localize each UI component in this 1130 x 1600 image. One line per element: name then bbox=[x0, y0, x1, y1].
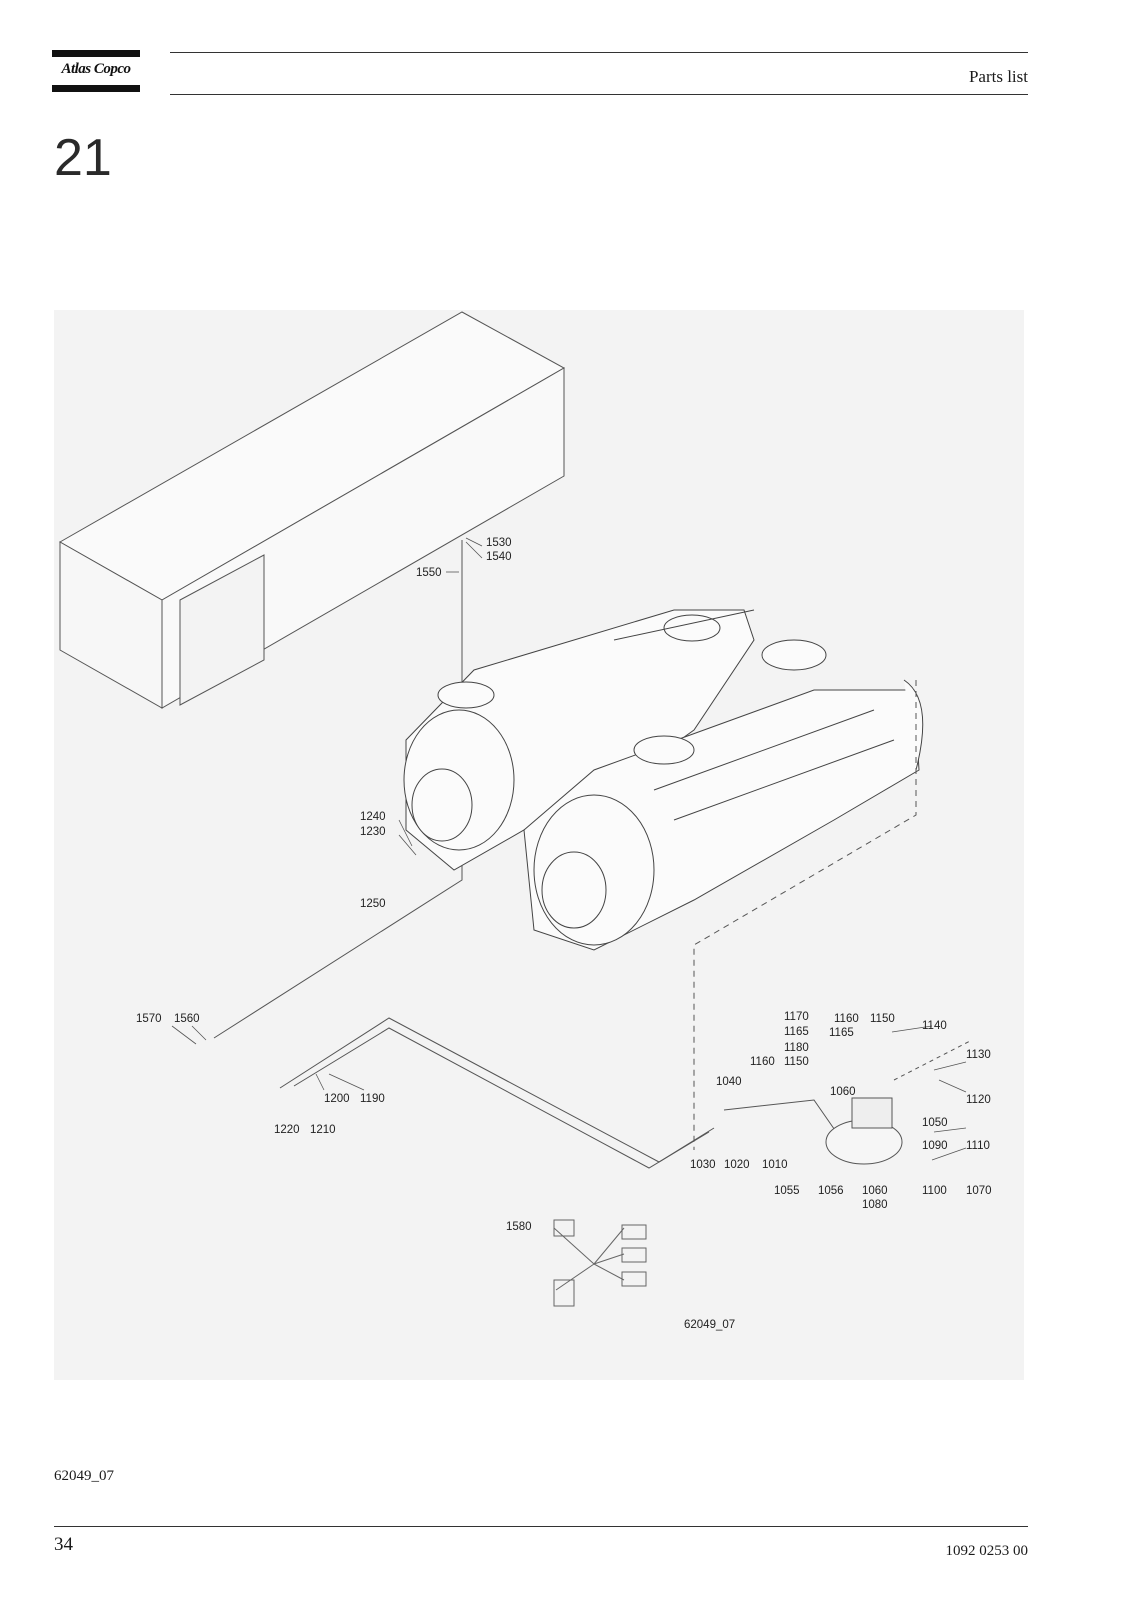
callout-1150-b: 1150 bbox=[870, 1013, 895, 1025]
callout-1120: 1120 bbox=[966, 1094, 991, 1106]
callout-1170: 1170 bbox=[784, 1011, 809, 1023]
callout-1060-b: 1060 bbox=[862, 1185, 888, 1197]
callout-1050: 1050 bbox=[922, 1117, 948, 1129]
callout-1250: 1250 bbox=[360, 898, 386, 910]
callout-1150: 1150 bbox=[784, 1056, 809, 1068]
callout-1160: 1160 bbox=[750, 1056, 775, 1068]
callout-1540: 1540 bbox=[486, 551, 512, 563]
parts-drawing: 1530 1540 1550 1240 1230 1250 1570 1560 … bbox=[54, 310, 1024, 1380]
callout-1090: 1090 bbox=[922, 1140, 948, 1152]
callout-1056: 1056 bbox=[818, 1185, 844, 1197]
footer-rule bbox=[54, 1526, 1028, 1527]
callout-1060: 1060 bbox=[830, 1086, 856, 1098]
section-number: 21 bbox=[54, 129, 112, 187]
callout-1055: 1055 bbox=[774, 1185, 800, 1197]
callout-1240: 1240 bbox=[360, 811, 386, 823]
callout-1130: 1130 bbox=[966, 1049, 991, 1061]
callout-1160-b: 1160 bbox=[834, 1013, 859, 1025]
drawing-figure-label: 62049_07 bbox=[684, 1319, 735, 1331]
callout-1165: 1165 bbox=[784, 1026, 809, 1038]
atlas-copco-logo: Atlas Copco bbox=[52, 50, 140, 94]
callout-1560: 1560 bbox=[174, 1013, 200, 1025]
document-number: 1092 0253 00 bbox=[945, 1543, 1029, 1559]
exploded-view-illustration: 1530 1540 1550 1240 1230 1250 1570 1560 … bbox=[58, 311, 992, 1331]
callout-1180: 1180 bbox=[784, 1042, 809, 1054]
callout-1030: 1030 bbox=[690, 1159, 716, 1171]
callout-1110: 1110 bbox=[966, 1140, 990, 1152]
figure-reference: 62049_07 bbox=[54, 1468, 114, 1484]
callout-labels: 1530 1540 1550 1240 1230 1250 1570 1560 … bbox=[136, 537, 992, 1331]
header-title: Parts list bbox=[968, 67, 1028, 86]
callout-1580: 1580 bbox=[506, 1221, 532, 1233]
callout-1530: 1530 bbox=[486, 537, 512, 549]
callout-1140: 1140 bbox=[922, 1020, 947, 1032]
callout-1010: 1010 bbox=[762, 1159, 788, 1171]
header-rule-bottom bbox=[170, 94, 1028, 95]
callout-1230: 1230 bbox=[360, 826, 386, 838]
logo-wordmark: Atlas Copco bbox=[61, 61, 131, 77]
header-rule-top bbox=[170, 52, 1028, 53]
callout-1220: 1220 bbox=[274, 1124, 300, 1136]
callout-1020: 1020 bbox=[724, 1159, 750, 1171]
callout-1550: 1550 bbox=[416, 567, 442, 579]
callout-1100: 1100 bbox=[922, 1185, 947, 1197]
callout-1200: 1200 bbox=[324, 1093, 350, 1105]
page-number: 34 bbox=[54, 1534, 73, 1555]
callout-1040: 1040 bbox=[716, 1076, 742, 1088]
callout-1190: 1190 bbox=[360, 1093, 385, 1105]
callout-1165-b: 1165 bbox=[829, 1027, 854, 1039]
callout-1210: 1210 bbox=[310, 1124, 336, 1136]
callout-1570: 1570 bbox=[136, 1013, 162, 1025]
callout-1080: 1080 bbox=[862, 1199, 888, 1211]
callout-1070: 1070 bbox=[966, 1185, 992, 1197]
